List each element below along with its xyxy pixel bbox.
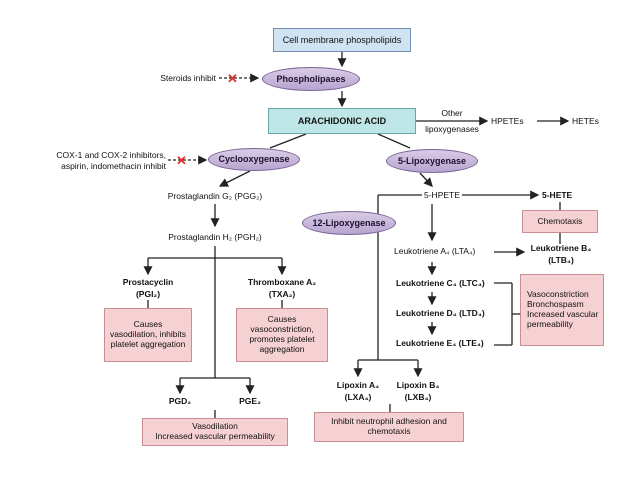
chemotaxis-box: Chemotaxis xyxy=(522,210,598,233)
line-arachidonic-5lox xyxy=(377,133,411,149)
ltc4-label: Leukotriene C₄ (LTC₄) xyxy=(396,278,485,288)
other-lipoxygenases-label: lipoxygenases xyxy=(425,124,479,134)
leukotriene-effects-box: Vasoconstriction Bronchospasm Increased … xyxy=(520,274,604,346)
steroids-inhibit-label: Steroids inhibit xyxy=(160,73,216,83)
lxa4-label-1: Lipoxin A₄ xyxy=(336,380,380,390)
5-hete-label: 5-HETE xyxy=(542,190,573,200)
lte4-label: Leukotriene E₄ (LTE₄) xyxy=(396,338,484,348)
thromboxane-effect-box: Causes vasoconstriction, promotes platel… xyxy=(236,308,328,362)
membrane-label: Cell membrane phospholipids xyxy=(282,34,402,45)
phospholipases-enzyme: Phospholipases xyxy=(262,67,360,91)
12-lipoxygenase-enzyme: 12-Lipoxygenase xyxy=(302,211,396,235)
thromboxane-effect-label: Causes vasoconstriction, promotes platel… xyxy=(249,314,315,354)
lipoxin-effect-box: Inhibit neutrophil adhesion and chemotax… xyxy=(314,412,464,442)
inhibit-x-icon: ✕ xyxy=(176,153,187,168)
thromboxane-label-1: Thromboxane A₂ xyxy=(247,277,317,287)
5-hpete-label: 5-HPETE xyxy=(424,190,460,200)
lta4-label: Leukotriene A₄ (LTA₄) xyxy=(394,246,476,256)
cyclooxygenase-enzyme: Cyclooxygenase xyxy=(208,148,300,171)
ltb4-label-2: (LTB₄) xyxy=(548,255,574,265)
arrow-5lox-5hpete xyxy=(419,172,433,187)
pge2-label: PGE₂ xyxy=(239,396,261,406)
lxa4-label-2: (LXA₄) xyxy=(344,392,372,402)
leukotriene-effects-label: Vasoconstriction Bronchospasm Increased … xyxy=(527,289,599,329)
pgd-pge-effect-label-1: Vasodilation xyxy=(192,421,238,432)
prostacyclin-label-1: Prostacyclin xyxy=(122,277,174,287)
inhibit-x-icon: ✕ xyxy=(227,71,238,86)
other-label: Other xyxy=(441,108,463,118)
hpetes-label: HPETEs xyxy=(491,116,524,126)
ltb4-label-1: Leukotriene B₄ xyxy=(530,243,592,253)
thromboxane-label-2: (TXA₂) xyxy=(268,289,296,299)
pgg2-label: Prostaglandin G₂ (PGG₂) xyxy=(167,191,263,201)
line-arachidonic-cox xyxy=(269,133,307,149)
hetes-label: HETEs xyxy=(572,116,599,126)
arrow-cox-pgg2 xyxy=(218,170,251,187)
lipoxin-effect-label: Inhibit neutrophil adhesion and chemotax… xyxy=(331,416,447,436)
prostacyclin-effect-label: Causes vasodilation, inhibits platelet a… xyxy=(109,319,187,349)
arachidonic-label: ARACHIDONIC ACID xyxy=(297,115,387,126)
prostacyclin-effect-box: Causes vasodilation, inhibits platelet a… xyxy=(104,308,192,362)
membrane-phospholipids-box: Cell membrane phospholipids xyxy=(273,28,411,52)
lxb4-label-1: Lipoxin B₄ xyxy=(396,380,440,390)
phospholipases-label: Phospholipases xyxy=(276,73,346,84)
12-lipoxygenase-label: 12-Lipoxygenase xyxy=(312,217,386,228)
cox-inhibitors-label-2: aspirin, indomethacin inhibit xyxy=(61,161,166,171)
5-lipoxygenase-enzyme: 5-Lipoxygenase xyxy=(386,149,478,173)
pgd-pge-effect-box: Vasodilation Increased vascular permeabi… xyxy=(142,418,288,446)
pgd2-label: PGD₂ xyxy=(168,396,192,406)
lxb4-label-2: (LXB₄) xyxy=(404,392,432,402)
pgd-pge-effect-label-2: Increased vascular permeability xyxy=(155,431,275,441)
prostacyclin-label-2: (PGI₂) xyxy=(135,289,161,299)
arachidonic-acid-box: ARACHIDONIC ACID xyxy=(268,108,416,134)
cyclooxygenase-label: Cyclooxygenase xyxy=(218,154,290,165)
chemotaxis-label: Chemotaxis xyxy=(537,215,583,226)
ltd4-label: Leukotriene D₄ (LTD₄) xyxy=(396,308,485,318)
pgh2-label: Prostaglandin H₂ (PGH₂) xyxy=(168,232,262,242)
cox-inhibitors-label-1: COX-1 and COX-2 inhibitors, xyxy=(56,150,166,160)
5-lipoxygenase-label: 5-Lipoxygenase xyxy=(397,155,467,166)
